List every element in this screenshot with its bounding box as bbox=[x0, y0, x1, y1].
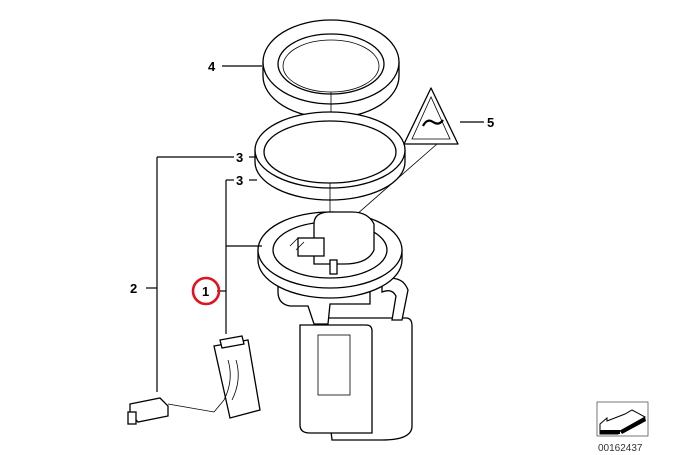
reference-number: 00162437 bbox=[598, 443, 643, 454]
highlight-circle bbox=[191, 276, 221, 306]
level-sensor bbox=[127, 335, 261, 425]
reference-arrow-icon bbox=[596, 401, 649, 437]
label-3-lower[interactable]: 3 bbox=[236, 173, 243, 188]
label-5[interactable]: 5 bbox=[487, 115, 494, 130]
fuel-pump-unit bbox=[257, 211, 413, 441]
seal-ring bbox=[254, 111, 406, 240]
fuel-hose-icon bbox=[422, 119, 444, 127]
label-3-upper[interactable]: 3 bbox=[236, 150, 243, 165]
label-2[interactable]: 2 bbox=[130, 281, 137, 296]
label-4[interactable]: 4 bbox=[208, 59, 216, 74]
locking-ring bbox=[262, 19, 400, 135]
label-1[interactable]: 1 bbox=[202, 284, 209, 299]
